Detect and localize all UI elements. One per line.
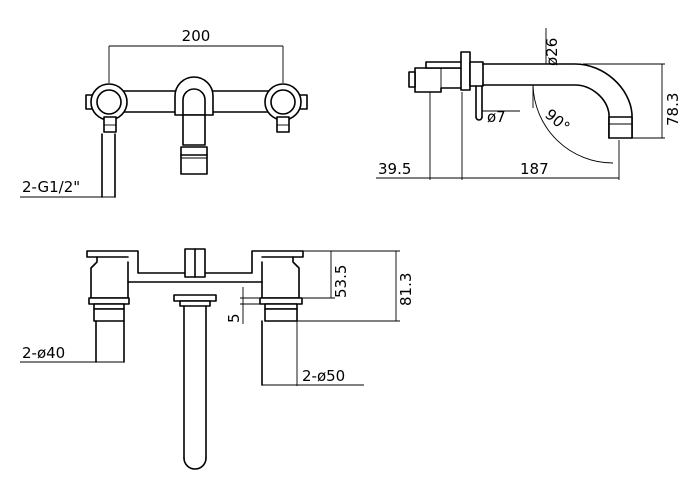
front-spout (174, 76, 214, 175)
collar-gap-label: 5 (225, 313, 243, 323)
collar-gap-dimension: 5 (225, 287, 265, 324)
projection-height-dimension: 78.3 (583, 63, 682, 139)
side-view: ø26 ø7 90° 78.3 39.5 187 (376, 28, 682, 180)
projection-height-label: 78.3 (664, 93, 682, 126)
collar-50-label: 2-ø50 (302, 367, 345, 385)
side-back-body (414, 67, 463, 93)
side-flange (460, 51, 471, 91)
height-dimensions: 53.5 81.3 (297, 250, 415, 322)
reach-dimension: 39.5 187 (376, 92, 620, 180)
thread-label: 2-G1/2" (22, 178, 80, 196)
side-lever (475, 85, 483, 121)
front-left-handle (85, 83, 128, 198)
spout-reach-label: 187 (520, 160, 549, 178)
section-view: 53.5 81.3 5 2-ø40 2-ø50 (20, 248, 415, 470)
plate-depth-label: 39.5 (378, 160, 411, 178)
front-view: 200 (20, 27, 308, 198)
section-right-collar (259, 297, 303, 386)
height-upper-label: 53.5 (332, 265, 350, 298)
spacing-dimension: 200 (108, 27, 284, 83)
section-spout (173, 294, 217, 470)
collar-40-dimension: 2-ø40 (20, 344, 124, 363)
section-left-collar (88, 297, 130, 363)
spout-diameter-dimension: ø26 (543, 28, 561, 66)
spacing-label: 200 (182, 27, 211, 45)
side-spout (482, 63, 633, 139)
thread-dimension: 2-G1/2" (20, 178, 115, 198)
lever-diameter-dimension: ø7 (482, 108, 520, 126)
spout-diameter-label: ø26 (543, 38, 561, 66)
collar-50-dimension: 2-ø50 (262, 321, 364, 386)
height-total-label: 81.3 (397, 273, 415, 306)
lever-diameter-label: ø7 (487, 108, 506, 126)
collar-40-label: 2-ø40 (22, 344, 65, 362)
bend-angle-label: 90° (541, 105, 573, 136)
front-right-handle (264, 83, 308, 133)
